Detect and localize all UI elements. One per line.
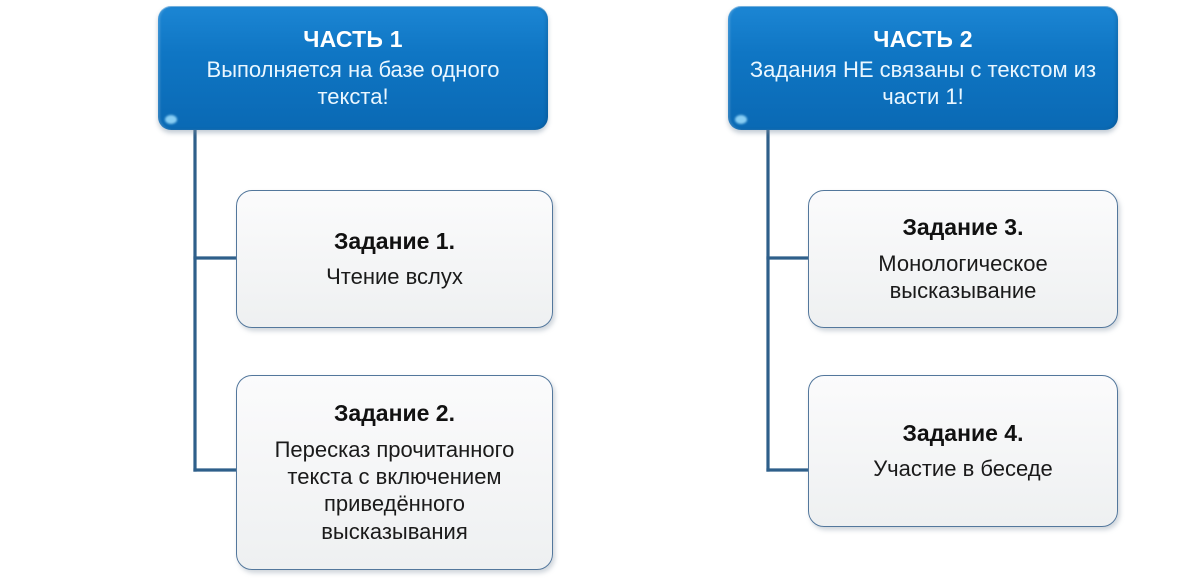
header-box-part-1[interactable]: ЧАСТЬ 1 Выполняется на базе одного текст… — [158, 6, 548, 130]
task-description-task-4: Участие в беседе — [873, 456, 1053, 482]
task-description-task-3: Монологическое высказывание — [878, 250, 1048, 303]
header-title-part-2: ЧАСТЬ 2 — [873, 25, 973, 52]
header-subtitle-part-2: Задания НЕ связаны с текстом из части 1! — [749, 56, 1097, 109]
header-subtitle-part-1: Выполняется на базе одного текста! — [206, 56, 500, 109]
task-title-task-3: Задание 3. — [902, 213, 1024, 240]
task-description-task-2: Пересказ прочитанного текста с включение… — [274, 436, 515, 544]
header-title-part-1: ЧАСТЬ 1 — [303, 25, 403, 52]
task-box-task-1[interactable]: Задание 1. Чтение вслух — [236, 190, 553, 328]
task-title-task-2: Задание 2. — [334, 400, 455, 427]
task-box-task-3[interactable]: Задание 3. Монологическое высказывание — [808, 190, 1118, 328]
task-box-task-2[interactable]: Задание 2. Пересказ прочитанного текста … — [236, 375, 553, 570]
task-description-task-1: Чтение вслух — [326, 264, 463, 290]
task-title-task-1: Задание 1. — [334, 227, 455, 254]
task-title-task-4: Задание 4. — [902, 419, 1024, 446]
header-box-part-2[interactable]: ЧАСТЬ 2 Задания НЕ связаны с текстом из … — [728, 6, 1118, 130]
task-box-task-4[interactable]: Задание 4. Участие в беседе — [808, 375, 1118, 527]
